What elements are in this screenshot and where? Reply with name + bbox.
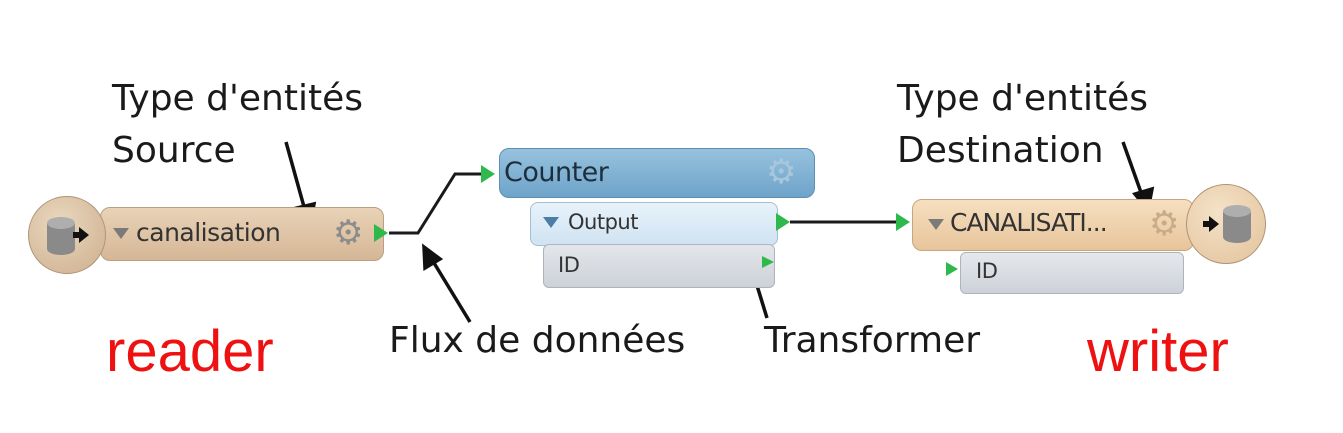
writer-attribute-row bbox=[960, 252, 1184, 294]
counter-input-port[interactable] bbox=[481, 165, 495, 183]
annotation-source-line2: Source bbox=[112, 130, 236, 171]
writer-feature-name: CANALISATI... bbox=[950, 208, 1108, 237]
counter-header[interactable] bbox=[499, 148, 815, 198]
output-port-row[interactable] bbox=[530, 202, 778, 246]
database-writer-icon bbox=[1186, 184, 1266, 264]
annotation-destination-line2: Destination bbox=[897, 130, 1104, 171]
attribute-label: ID bbox=[558, 253, 580, 277]
attribute-row bbox=[543, 244, 775, 288]
label-writer: writer bbox=[1087, 319, 1229, 384]
reader-feature-bar[interactable] bbox=[100, 207, 384, 261]
collapse-triangle-icon[interactable] bbox=[113, 228, 129, 239]
gear-icon[interactable]: ⚙ bbox=[766, 152, 797, 192]
attribute-port[interactable] bbox=[762, 256, 774, 268]
annotation-destination-line1: Type d'entités bbox=[897, 78, 1148, 119]
annotation-arrow-flux bbox=[422, 243, 472, 323]
annotation-flux: Flux de données bbox=[389, 320, 686, 361]
database-reader-icon bbox=[28, 196, 106, 274]
gear-icon[interactable]: ⚙ bbox=[333, 213, 364, 253]
writer-attribute-label: ID bbox=[976, 259, 998, 283]
writer-feature-bar[interactable] bbox=[912, 199, 1194, 251]
output-port[interactable] bbox=[776, 213, 790, 231]
reader-output-port[interactable] bbox=[374, 224, 388, 242]
annotation-transformer: Transformer bbox=[764, 320, 981, 361]
collapse-triangle-icon[interactable] bbox=[928, 219, 944, 230]
label-reader: reader bbox=[106, 319, 274, 384]
annotation-source-line1: Type d'entités bbox=[112, 78, 363, 119]
reader-feature-name: canalisation bbox=[136, 218, 281, 247]
gear-icon[interactable]: ⚙ bbox=[1149, 204, 1180, 244]
output-port-label: Output bbox=[568, 210, 638, 234]
writer-attribute-port[interactable] bbox=[946, 262, 958, 276]
collapse-triangle-icon[interactable] bbox=[543, 217, 559, 228]
writer-input-port[interactable] bbox=[896, 213, 910, 231]
data-flow-line-reader-to-counter bbox=[389, 172, 489, 235]
transformer-name: Counter bbox=[504, 157, 609, 188]
